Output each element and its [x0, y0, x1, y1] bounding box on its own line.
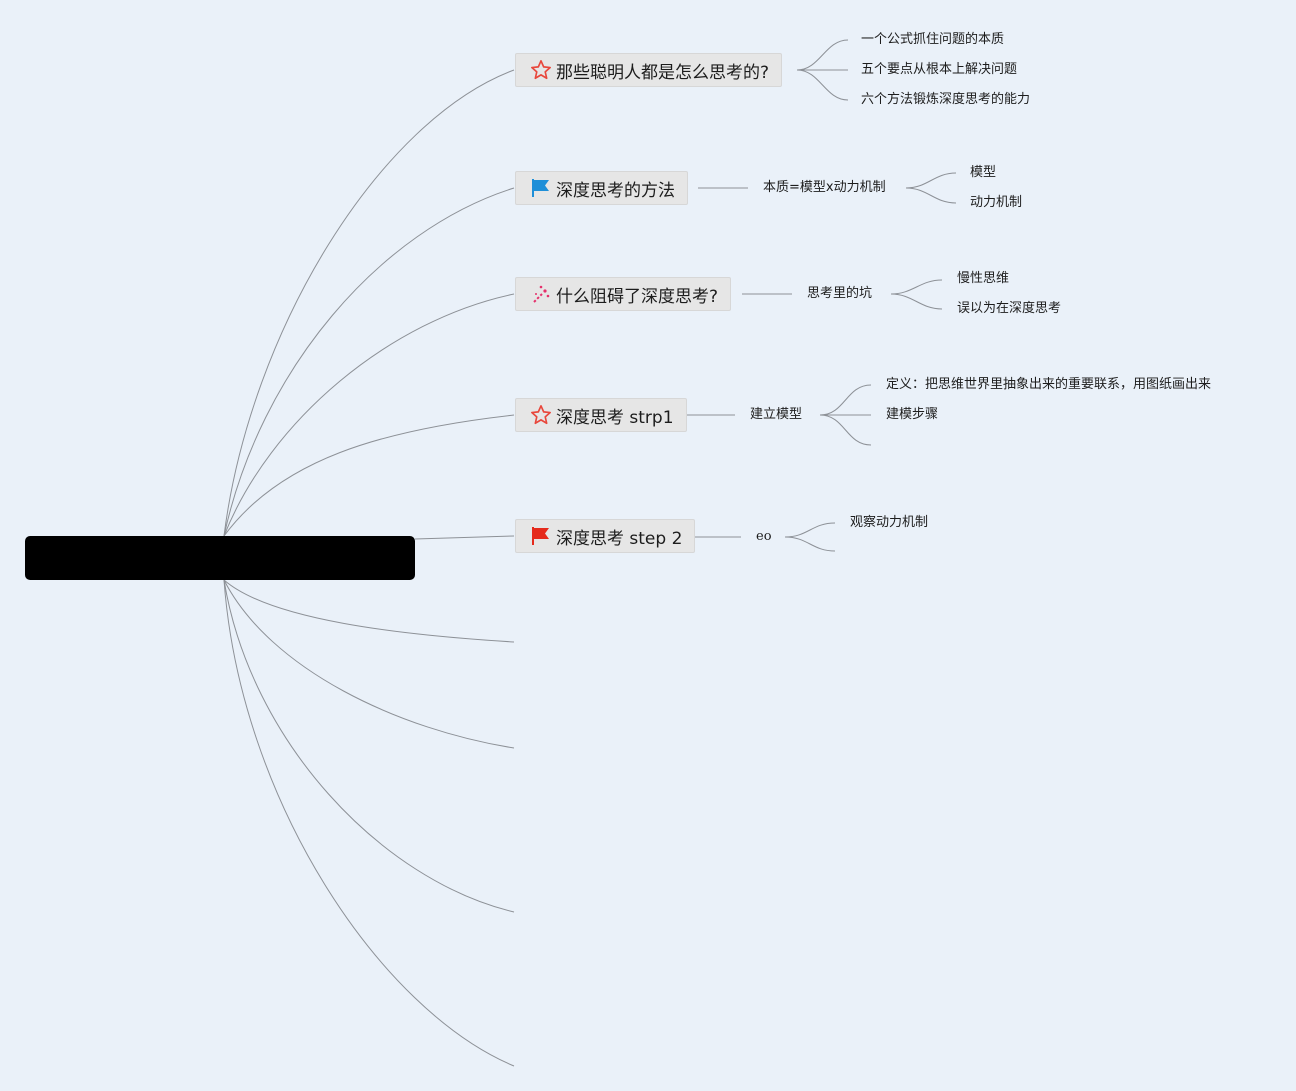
subtopic-observe-dynamics[interactable]: 观察动力机制 — [850, 515, 929, 530]
connector-root-empty-4 — [223, 579, 515, 1067]
subtopic-six-methods[interactable]: 六个方法锻炼深度思考的能力 — [861, 92, 1031, 107]
connector-t4-g3 — [819, 414, 872, 446]
topic-label: 深度思考 step 2 — [556, 528, 683, 549]
blue-flag-icon — [530, 177, 552, 199]
connector-root-topic-3 — [223, 293, 515, 537]
red-flag-icon — [530, 525, 552, 547]
topic-label: 深度思考 strp1 — [556, 407, 674, 428]
subtopic-definition[interactable]: 定义：把思维世界里抽象出来的重要联系，用图纸画出来 — [886, 377, 1212, 392]
connector-root-empty-2 — [223, 579, 515, 749]
connector-t2-g2 — [905, 187, 957, 204]
subtopic-slow-thinking[interactable]: 慢性思维 — [957, 271, 1010, 286]
connector-t4-g1 — [819, 384, 872, 416]
topic-label: 那些聪明人都是怎么思考的? — [556, 62, 770, 83]
connector-root-empty-1 — [223, 579, 515, 643]
magic-wand-icon — [530, 283, 552, 305]
subtopic-five-points[interactable]: 五个要点从根本上解决问题 — [861, 62, 1018, 77]
connector-t5-g1 — [784, 522, 836, 538]
connector-root-topic-4 — [223, 414, 515, 537]
subtopic-eo[interactable]: eo — [756, 529, 772, 544]
topic-obstacles[interactable]: 什么阻碍了深度思考? — [515, 277, 732, 311]
topic-label: 深度思考的方法 — [556, 180, 675, 201]
connector-t1-c3 — [796, 69, 849, 101]
star-outline-icon — [530, 404, 552, 426]
topic-smart-people[interactable]: 那些聪明人都是怎么思考的? — [515, 53, 783, 87]
star-outline-icon — [530, 59, 552, 81]
subtopic-pitfalls[interactable]: 思考里的坑 — [807, 286, 873, 301]
connector-root-topic-5 — [414, 535, 515, 540]
connector-root-topic-1 — [223, 69, 515, 537]
connector-t5-g2 — [784, 536, 836, 552]
subtopic-formula[interactable]: 一个公式抓住问题的本质 — [861, 32, 1005, 47]
topic-step1[interactable]: 深度思考 strp1 — [515, 398, 687, 432]
subtopic-build-model[interactable]: 建立模型 — [750, 407, 803, 422]
topic-methods[interactable]: 深度思考的方法 — [515, 171, 688, 205]
connector-t2-g1 — [905, 172, 957, 189]
subtopic-dynamics[interactable]: 动力机制 — [970, 195, 1023, 210]
central-topic[interactable] — [25, 536, 415, 580]
subtopic-model[interactable]: 模型 — [970, 165, 997, 180]
connector-root-topic-2 — [223, 187, 515, 537]
topic-label: 什么阻碍了深度思考? — [556, 286, 719, 307]
connector-t1-c1 — [796, 39, 849, 71]
connector-root-empty-3 — [223, 579, 515, 913]
subtopic-essence-formula[interactable]: 本质=模型x动力机制 — [763, 180, 886, 195]
connector-t3-g1 — [890, 279, 943, 295]
subtopic-false-depth[interactable]: 误以为在深度思考 — [957, 301, 1062, 316]
topic-step2[interactable]: 深度思考 step 2 — [515, 519, 696, 553]
subtopic-modeling-steps[interactable]: 建模步骤 — [886, 407, 939, 422]
connector-t3-g2 — [890, 293, 943, 310]
